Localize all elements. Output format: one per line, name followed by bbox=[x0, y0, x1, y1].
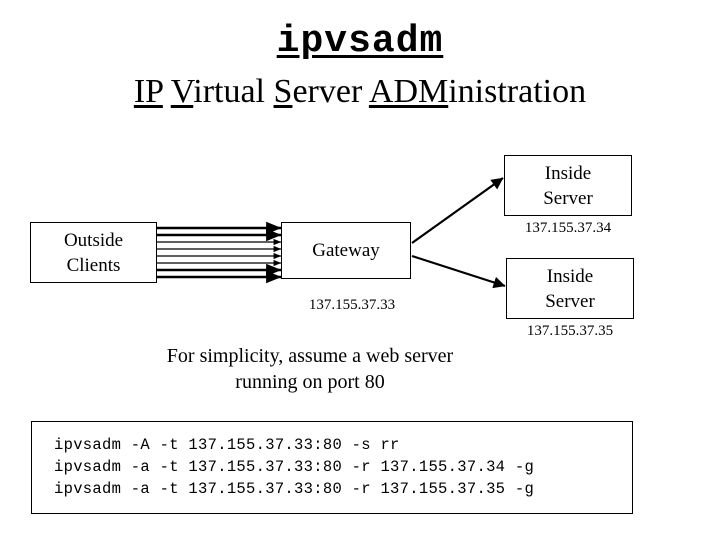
slide-title-command: ipvsadm bbox=[276, 20, 444, 63]
gateway-to-server-1-arrow bbox=[411, 177, 504, 244]
inside-server-2-label-line1: Inside bbox=[546, 265, 594, 287]
command-line-3: ipvsadm -a -t 137.155.37.33:80 -r 137.15… bbox=[54, 480, 535, 498]
client-gateway-link-bundle bbox=[157, 221, 282, 284]
inside-server-1-label-line1: Inside bbox=[544, 162, 592, 184]
node-gateway: Gateway bbox=[281, 222, 411, 279]
subtitle-segment-5: erver bbox=[292, 73, 369, 110]
caption-line-2: running on port 80 bbox=[235, 371, 385, 393]
gateway-ip-label: 137.155.37.33 bbox=[308, 297, 396, 313]
node-outside-clients: Outside Clients bbox=[30, 222, 157, 283]
node-inside-server-2: Inside Server bbox=[506, 258, 634, 319]
inside-server-1-label-line2: Server bbox=[543, 187, 593, 209]
command-listing-box: ipvsadm -A -t 137.155.37.33:80 -s rr ipvs… bbox=[31, 421, 633, 514]
subtitle-segment-6: ADM bbox=[368, 73, 449, 110]
inside-server-2-ip-label: 137.155.37.35 bbox=[526, 323, 614, 339]
subtitle-segment-1 bbox=[163, 73, 171, 110]
subtitle-segment-7: inistration bbox=[448, 73, 587, 110]
subtitle-segment-0: IP bbox=[133, 73, 163, 110]
outside-clients-label-line2: Clients bbox=[66, 254, 121, 276]
slide-subtitle-expansion: IP Virtual Server ADMinistration bbox=[0, 72, 720, 112]
subtitle-segment-4: S bbox=[273, 73, 293, 110]
subtitle-segment-3: irtual bbox=[193, 73, 274, 110]
gateway-to-server-2-arrow bbox=[411, 254, 506, 289]
assumption-caption: For simplicity, assume a web server runn… bbox=[110, 343, 510, 395]
outside-clients-label-line1: Outside bbox=[63, 229, 124, 251]
gateway-label: Gateway bbox=[312, 240, 380, 261]
node-inside-server-1: Inside Server bbox=[504, 155, 632, 216]
inside-server-2-label-line2: Server bbox=[545, 290, 595, 312]
command-line-1: ipvsadm -A -t 137.155.37.33:80 -s rr bbox=[54, 436, 400, 454]
caption-line-1: For simplicity, assume a web server bbox=[166, 345, 454, 367]
subtitle-segment-2: V bbox=[170, 73, 194, 110]
inside-server-1-ip-label: 137.155.37.34 bbox=[524, 220, 612, 236]
command-line-2: ipvsadm -a -t 137.155.37.33:80 -r 137.15… bbox=[54, 458, 535, 476]
